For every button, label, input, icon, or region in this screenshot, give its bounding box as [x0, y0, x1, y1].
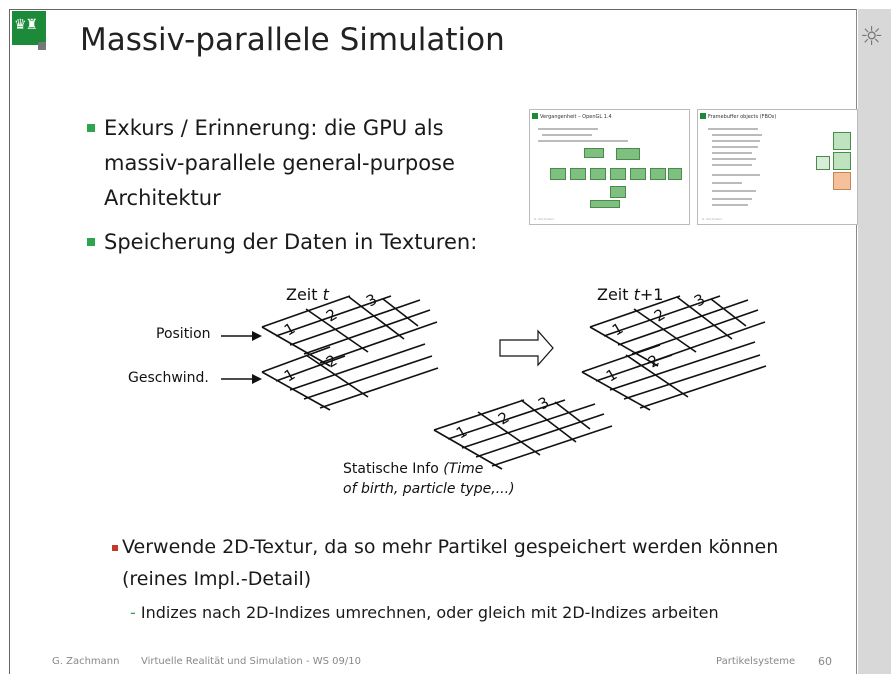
- sub-bullet-line1: Verwende 2D-Textur, da so mehr Partikel …: [122, 536, 779, 558]
- time-label-left: Zeit t: [286, 285, 329, 304]
- thumbnail-logo: [532, 113, 538, 119]
- logo-accent-square: [38, 42, 46, 50]
- thumbnail-logo: [700, 113, 706, 119]
- time-label-right: Zeit t+1: [597, 285, 664, 304]
- cell-number: 1: [603, 365, 620, 385]
- footer-course: Virtuelle Realität und Simulation - WS 0…: [141, 656, 361, 667]
- portrait-deco-icon: ☼: [860, 22, 884, 52]
- position-label: Position: [156, 326, 211, 342]
- cell-number: 3: [535, 393, 552, 413]
- sub-sub-bullet: - Indizes nach 2D-Indizes umrechnen, ode…: [130, 603, 719, 622]
- right-sidebar: [858, 9, 891, 674]
- thumbnail-opengl: Vergangenheit – OpenGL 1.4 G. Zachmann: [529, 109, 690, 225]
- bullet-marker: [87, 124, 95, 132]
- sub-bullet-line2: (reines Impl.-Detail): [122, 568, 312, 590]
- static-info-label: Statische Info (Time: [343, 461, 484, 477]
- arrow-right-icon: [499, 329, 554, 367]
- slide-frame: [9, 9, 857, 674]
- velocity-label: Geschwind.: [128, 370, 209, 386]
- bullet-1-line3: Architektur: [104, 186, 221, 210]
- static-info-detail: of birth, particle type,...): [343, 481, 515, 497]
- university-logo-icon: ♛♜: [12, 11, 46, 45]
- bullet-1-line2: massiv-parallele general-purpose: [104, 151, 455, 175]
- footer-topic: Partikelsysteme: [716, 656, 796, 667]
- footer-author: G. Zachmann: [52, 656, 120, 667]
- cell-number: 1: [281, 365, 298, 385]
- thumbnail-title: Vergangenheit – OpenGL 1.4: [540, 114, 612, 120]
- slide-title: Massiv-parallele Simulation: [80, 22, 505, 58]
- footer-page-number: 60: [818, 655, 832, 668]
- cell-number: 2: [645, 351, 662, 371]
- sub-bullet-marker: [112, 545, 118, 551]
- thumbnail-title: Framebuffer objects (FBOs): [708, 114, 777, 120]
- thumbnail-fbo: Framebuffer objects (FBOs) G. Zachmann: [697, 109, 858, 225]
- bullet-marker: [87, 238, 95, 246]
- bullet-2-line1: Speicherung der Daten in Texturen:: [104, 230, 478, 254]
- bullet-1-line1: Exkurs / Erinnerung: die GPU als: [104, 116, 444, 140]
